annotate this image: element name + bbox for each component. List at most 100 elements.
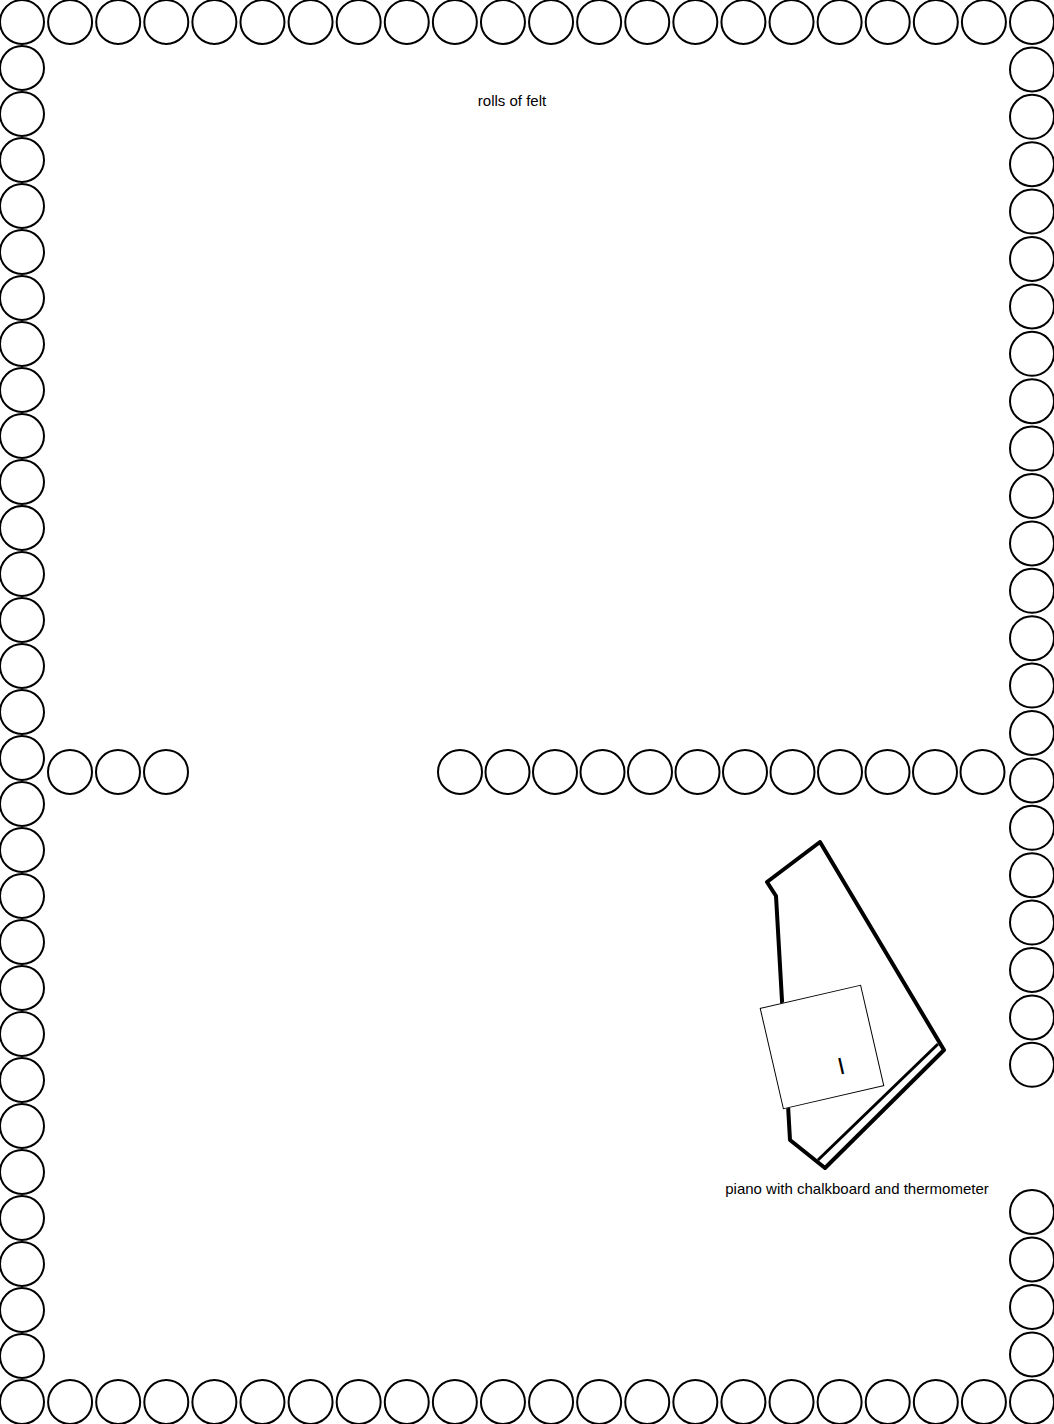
felt-roll xyxy=(0,1012,44,1056)
piano: Ipiano with chalkboard and thermometer xyxy=(712,830,1012,1250)
felt-roll xyxy=(1010,47,1054,91)
felt-roll xyxy=(1010,142,1054,186)
felt-roll xyxy=(0,552,44,596)
felt-roll xyxy=(0,598,44,642)
felt-roll xyxy=(1010,474,1054,518)
felt-roll xyxy=(0,92,44,136)
region-label: rolls of felt xyxy=(412,92,612,109)
felt-roll xyxy=(433,0,477,44)
felt-roll xyxy=(0,1058,44,1102)
felt-roll xyxy=(433,1380,477,1424)
felt-roll xyxy=(1010,901,1054,945)
felt-roll xyxy=(0,230,44,274)
felt-roll xyxy=(770,0,814,44)
felt-roll xyxy=(0,782,44,826)
felt-roll xyxy=(1010,616,1054,660)
felt-roll xyxy=(818,1380,862,1424)
felt-roll xyxy=(866,1380,910,1424)
felt-roll xyxy=(438,750,482,794)
felt-roll xyxy=(961,750,1005,794)
felt-roll xyxy=(0,736,44,780)
felt-roll xyxy=(0,1150,44,1194)
felt-roll xyxy=(1010,948,1054,992)
felt-roll xyxy=(0,644,44,688)
felt-roll xyxy=(192,1380,236,1424)
felt-roll xyxy=(0,1380,44,1424)
felt-roll xyxy=(673,1380,717,1424)
felt-roll xyxy=(0,460,44,504)
felt-roll xyxy=(866,750,910,794)
felt-roll xyxy=(0,414,44,458)
felt-roll xyxy=(240,0,284,44)
felt-roll xyxy=(770,1380,814,1424)
felt-roll xyxy=(48,750,92,794)
felt-roll xyxy=(529,1380,573,1424)
felt-roll xyxy=(144,0,188,44)
felt-roll xyxy=(486,750,530,794)
felt-roll xyxy=(673,0,717,44)
felt-roll xyxy=(1010,1043,1054,1087)
felt-roll xyxy=(0,1334,44,1378)
felt-roll xyxy=(914,1380,958,1424)
felt-roll xyxy=(1010,995,1054,1039)
felt-roll xyxy=(481,1380,525,1424)
felt-roll xyxy=(481,0,525,44)
felt-roll xyxy=(625,0,669,44)
felt-roll xyxy=(1010,95,1054,139)
felt-roll xyxy=(914,0,958,44)
felt-roll xyxy=(913,750,957,794)
felt-roll xyxy=(577,0,621,44)
felt-roll xyxy=(96,750,140,794)
felt-roll xyxy=(0,368,44,412)
felt-roll xyxy=(866,0,910,44)
felt-roll xyxy=(529,0,573,44)
felt-roll xyxy=(962,1380,1006,1424)
felt-roll xyxy=(0,920,44,964)
felt-roll xyxy=(289,0,333,44)
felt-roll xyxy=(0,1104,44,1148)
felt-roll xyxy=(0,276,44,320)
felt-roll xyxy=(0,506,44,550)
felt-roll xyxy=(0,874,44,918)
felt-roll xyxy=(0,1242,44,1286)
piano-label: piano with chalkboard and thermometer xyxy=(712,1180,1002,1198)
felt-roll xyxy=(818,0,862,44)
felt-roll xyxy=(721,1380,765,1424)
felt-roll xyxy=(628,750,672,794)
felt-roll xyxy=(337,1380,381,1424)
felt-roll xyxy=(96,0,140,44)
felt-roll xyxy=(0,322,44,366)
felt-roll xyxy=(1010,427,1054,471)
felt-roll xyxy=(96,1380,140,1424)
felt-roll xyxy=(721,0,765,44)
felt-roll xyxy=(1010,237,1054,281)
felt-roll xyxy=(625,1380,669,1424)
felt-roll xyxy=(0,966,44,1010)
felt-roll xyxy=(144,1380,188,1424)
felt-roll xyxy=(48,0,92,44)
felt-roll xyxy=(771,750,815,794)
felt-roll xyxy=(1010,521,1054,565)
felt-roll xyxy=(1010,1380,1054,1424)
felt-roll xyxy=(385,1380,429,1424)
felt-roll xyxy=(0,138,44,182)
felt-roll xyxy=(1010,1333,1054,1377)
felt-roll xyxy=(337,0,381,44)
felt-roll xyxy=(676,750,720,794)
felt-roll xyxy=(581,750,625,794)
felt-roll xyxy=(240,1380,284,1424)
felt-roll xyxy=(1010,664,1054,708)
felt-roll xyxy=(1010,711,1054,755)
felt-roll xyxy=(192,0,236,44)
thermometer-mark: I xyxy=(835,1054,847,1079)
felt-roll xyxy=(144,750,188,794)
felt-roll xyxy=(0,828,44,872)
felt-roll xyxy=(1010,332,1054,376)
felt-roll xyxy=(818,750,862,794)
felt-roll xyxy=(0,46,44,90)
felt-roll xyxy=(1010,0,1054,44)
felt-roll xyxy=(1010,1285,1054,1329)
felt-roll xyxy=(1010,853,1054,897)
felt-roll xyxy=(0,690,44,734)
